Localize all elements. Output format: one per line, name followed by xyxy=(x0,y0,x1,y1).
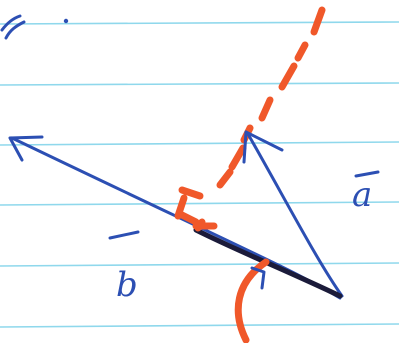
ruled-lines xyxy=(0,21,399,328)
rule-line xyxy=(0,262,399,267)
projection-arrow xyxy=(192,218,218,232)
rule-line xyxy=(0,141,399,146)
label-a: a xyxy=(352,170,380,215)
vector-b-label: b xyxy=(116,265,138,305)
vector-a-label: a xyxy=(352,175,372,215)
vector-a xyxy=(242,130,344,298)
arc-mark xyxy=(234,258,270,343)
corner-scribble xyxy=(0,14,26,40)
right-angle-mark xyxy=(174,186,204,226)
rule-line xyxy=(0,201,399,206)
rule-line xyxy=(0,82,399,86)
ink-dot xyxy=(63,18,69,24)
rule-line xyxy=(0,323,399,328)
rule-line xyxy=(0,21,399,25)
angle-arrow-head xyxy=(250,266,266,290)
dashed-line xyxy=(216,6,326,189)
label-b: b xyxy=(108,230,140,305)
